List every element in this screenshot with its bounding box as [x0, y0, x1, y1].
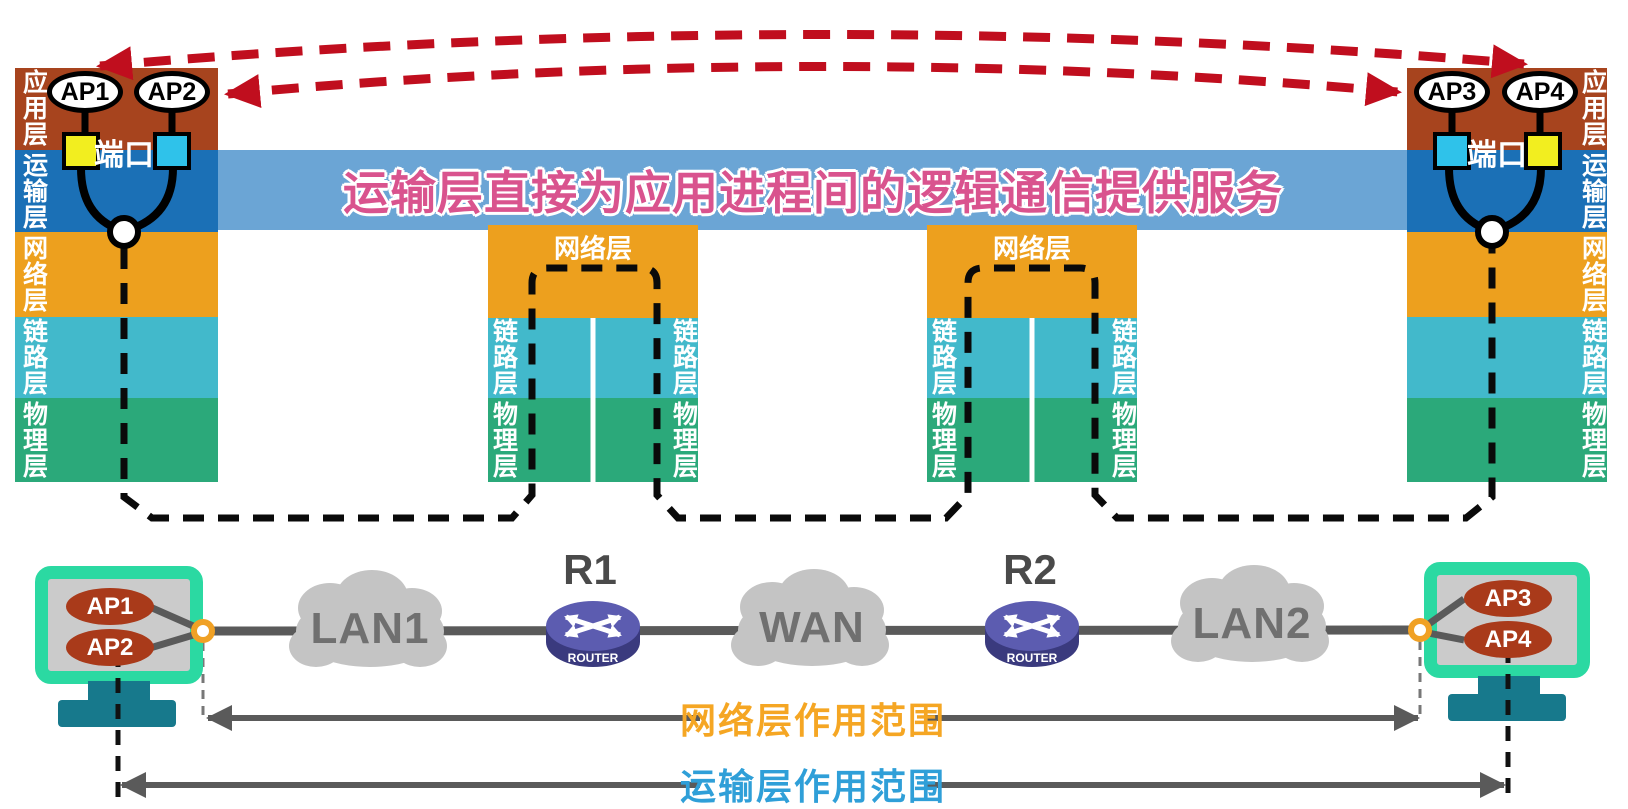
right-port-label: 端口: [1467, 139, 1527, 172]
right-host-link-layer: [1407, 317, 1607, 398]
transport-banner-band: [218, 150, 1407, 230]
right-host-network-layer: [1407, 232, 1607, 317]
router2-name: R2: [1003, 546, 1057, 593]
ap2-port-square: [153, 132, 191, 170]
left-label-physical: 物理层: [19, 401, 48, 479]
ap4-process-oval: AP4: [1502, 71, 1578, 113]
ap3-process-oval: AP3: [1414, 71, 1490, 113]
router1-name: R1: [563, 546, 617, 593]
computer-left-ap2-oval: AP2: [66, 629, 154, 666]
left-label-network: 网络层: [19, 235, 48, 313]
router2-icon: ROUTER: [985, 601, 1079, 667]
left-label-application: 应用层: [19, 69, 48, 147]
right-host-physical-layer: [1407, 398, 1607, 482]
transport-scope-label: 运输层作用范围: [679, 766, 947, 807]
router2-physical-label-left: 物理层: [928, 401, 957, 479]
ap3-port-square: [1433, 132, 1471, 170]
right-label-link: 链路层: [1578, 318, 1607, 396]
right-label-transport: 运输层: [1578, 152, 1607, 230]
dashed-network-path: [120, 248, 1496, 522]
banner-text: 运输层直接为应用进程间的逻辑通信提供服务: [343, 167, 1283, 219]
router2-link-label-right: 链路层: [1108, 318, 1137, 396]
left-socket: [191, 619, 215, 643]
router1-caption: ROUTER: [568, 651, 619, 665]
left-label-transport: 运输层: [19, 152, 48, 230]
left-host-physical-layer: [15, 398, 218, 482]
right-label-network: 网络层: [1578, 235, 1607, 313]
ap4-port-square: [1524, 132, 1562, 170]
lan1-cloud: [289, 570, 447, 667]
router2-network-label: 网络层: [992, 233, 1072, 264]
ap1-port-square: [62, 132, 100, 170]
wan-label: WAN: [759, 603, 865, 652]
computer-left-ap1-oval: AP1: [66, 588, 154, 625]
router1-link-label-right: 链路层: [669, 318, 698, 396]
left-port-label: 端口: [94, 139, 154, 172]
router1-physical-label-left: 物理层: [489, 401, 518, 479]
computer-right-ap3-oval: AP3: [1464, 580, 1552, 617]
wan-cloud: [731, 569, 889, 666]
right-label-physical: 物理层: [1578, 401, 1607, 479]
router1-link-label-left: 链路层: [489, 318, 518, 396]
router1-network-label: 网络层: [553, 233, 633, 264]
left-host-link-layer: [15, 317, 218, 398]
lan2-cloud: [1171, 565, 1329, 662]
right-socket: [1408, 618, 1432, 642]
router2-link-label-left: 链路层: [928, 318, 957, 396]
ap2-process-oval: AP2: [134, 71, 210, 113]
router2-caption: ROUTER: [1007, 651, 1058, 665]
lan2-label: LAN2: [1192, 599, 1312, 648]
red-arc-ap1-ap4: [96, 30, 1528, 81]
network-scope-label: 网络层作用范围: [679, 700, 947, 741]
router2-physical-label-right: 物理层: [1108, 401, 1137, 479]
left-label-link: 链路层: [19, 318, 48, 396]
lan1-label: LAN1: [310, 604, 430, 653]
computer-right-ap4-oval: AP4: [1464, 621, 1552, 658]
router1-icon: ROUTER: [546, 601, 640, 667]
right-label-application: 应用层: [1578, 69, 1607, 147]
ap1-process-oval: AP1: [47, 71, 123, 113]
red-arc-ap2-ap3: [224, 61, 1402, 108]
router1-physical-label-right: 物理层: [669, 401, 698, 479]
